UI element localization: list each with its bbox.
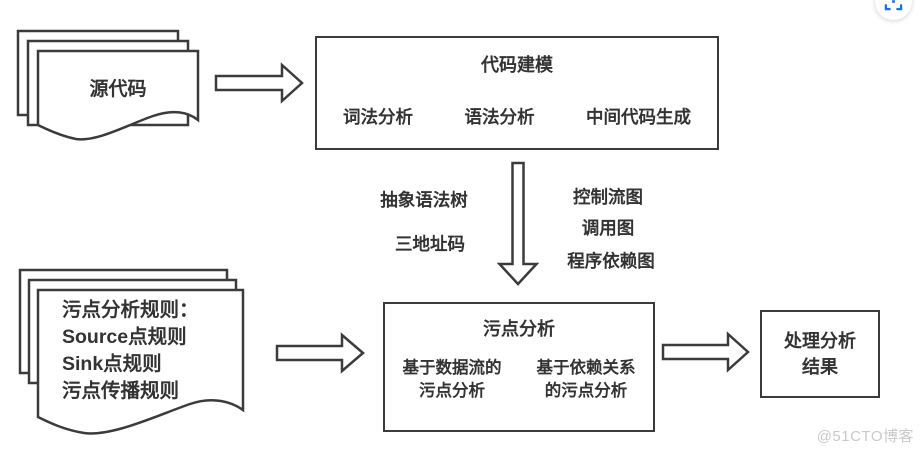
view-fullscreen-button[interactable] [875,0,912,20]
label-program-dependence-graph: 程序依赖图 [567,251,655,271]
rules-line-sink: Sink点规则 [62,353,162,375]
method-dependency-line2: 的污点分析 [544,382,628,400]
rules-line-header: 污点分析规则： [62,299,199,321]
label-call-graph: 调用图 [581,218,635,238]
code-modeling-box: 代码建模 词法分析 语法分析 中间代码生成 [315,36,719,150]
method-dataflow-based: 基于数据流的 污点分析 [385,357,519,403]
rules-line-propagation: 污点传播规则 [62,380,180,402]
arrow-taint-to-result [661,331,750,373]
method-dependency-based: 基于依赖关系 的污点分析 [519,357,653,403]
result-line2: 结果 [802,357,838,377]
fullscreen-expand-icon [884,0,903,11]
rules-document-stack-icon [18,268,245,435]
source-code-document-stack-icon [16,29,200,141]
label-control-flow-graph: 控制流图 [573,187,643,207]
rules-stack-text: 污点分析规则： Source点规则 Sink点规则 污点传播规则 [62,297,199,405]
taint-analysis-title: 污点分析 [483,319,555,339]
source-stack-label: 源代码 [89,79,147,100]
taint-analysis-methods: 基于数据流的 污点分析 基于依赖关系 的污点分析 [385,357,653,403]
taint-analysis-box: 污点分析 基于数据流的 污点分析 基于依赖关系 的污点分析 [383,302,655,432]
item-syntax-analysis: 语法分析 [464,107,535,127]
rules-line-source: Source点规则 [62,326,187,348]
result-line1: 处理分析 [784,331,856,351]
code-modeling-items: 词法分析 语法分析 中间代码生成 [317,104,717,129]
label-abstract-syntax-tree: 抽象语法树 [380,190,468,210]
label-three-address-code: 三地址码 [395,234,465,254]
method-dependency-line1: 基于依赖关系 [536,359,636,377]
item-lexical-analysis: 词法分析 [343,107,413,127]
arrow-source-to-modeling [214,62,304,104]
code-modeling-title: 代码建模 [481,55,553,75]
arrow-rules-to-taint [275,332,365,374]
arrow-modeling-to-taint [496,161,540,286]
method-dataflow-line2: 污点分析 [419,382,485,400]
51cto-blog-watermark: @51CTO博客 [816,428,914,445]
process-result-box: 处理分析 结果 [760,310,880,398]
method-dataflow-line1: 基于数据流的 [402,359,502,377]
item-intermediate-code-generation: 中间代码生成 [586,107,691,127]
